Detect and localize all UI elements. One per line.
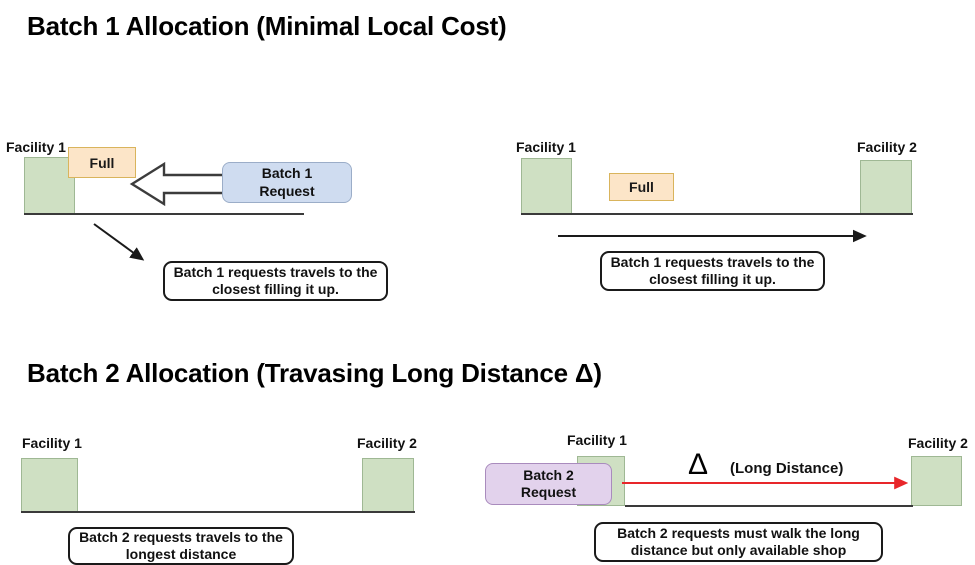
travel-arrow-right-icon [558,229,867,243]
note-batch2-left: Batch 2 requests travels to the longest … [68,527,294,565]
facility-2-box [362,458,414,512]
facility-2-box [911,456,962,506]
note-line-2: closest filling it up. [649,271,776,287]
facility-2-label: Facility 2 [357,435,417,451]
note-batch1-left: Batch 1 requests travels to the closest … [163,261,388,301]
note-batch1-right: Batch 1 requests travels to the closest … [600,251,825,291]
ground-baseline [24,213,304,215]
note-line-2: distance but only available shop [630,542,847,558]
facility-1-box [521,158,572,214]
diagonal-arrow-icon [93,223,145,261]
note-line-1: Batch 2 requests travels to the [79,528,283,545]
batch-1-request-box: Batch 1 Request [222,162,352,203]
facility-2-box [860,160,912,214]
batch-1-request-line-1: Batch 1 [261,165,313,181]
batch-2-request-line-1: Batch 2 [523,466,574,483]
long-distance-label: (Long Distance) [730,460,844,477]
facility-2-label: Facility 2 [857,139,917,155]
note-line-2: longest distance [125,546,237,562]
long-distance-arrow-icon [622,476,909,490]
note-batch2-right: Batch 2 requests must walk the long dist… [594,522,883,562]
ground-baseline [625,505,913,507]
ground-baseline [521,213,913,215]
note-line-1: Batch 1 requests travels to the [610,253,815,270]
facility-1-label: Facility 1 [6,139,66,155]
batch-2-request-line-2: Request [520,484,577,500]
section-title-batch-1: Batch 1 Allocation (Minimal Local Cost) [27,11,507,41]
facility-1-label: Facility 1 [22,435,82,451]
section-title-batch-2: Batch 2 Allocation (Travasing Long Dista… [27,358,602,388]
status-badge-full: Full [609,173,674,201]
facility-1-box [21,458,78,512]
facility-1-label: Facility 1 [567,432,627,448]
facility-1-label: Facility 1 [516,139,576,155]
note-line-1: Batch 1 requests travels to the [173,263,378,280]
block-arrow-left-icon [129,161,236,207]
status-badge-full: Full [68,147,136,178]
batch-1-request-line-2: Request [259,182,315,199]
note-line-1: Batch 2 requests must walk the long [617,524,860,541]
batch-2-request-box: Batch 2 Request [485,463,612,505]
note-line-2: closest filling it up. [212,281,339,297]
facility-2-label: Facility 2 [908,435,968,451]
delta-symbol: Δ [688,448,709,481]
ground-baseline [21,511,415,513]
